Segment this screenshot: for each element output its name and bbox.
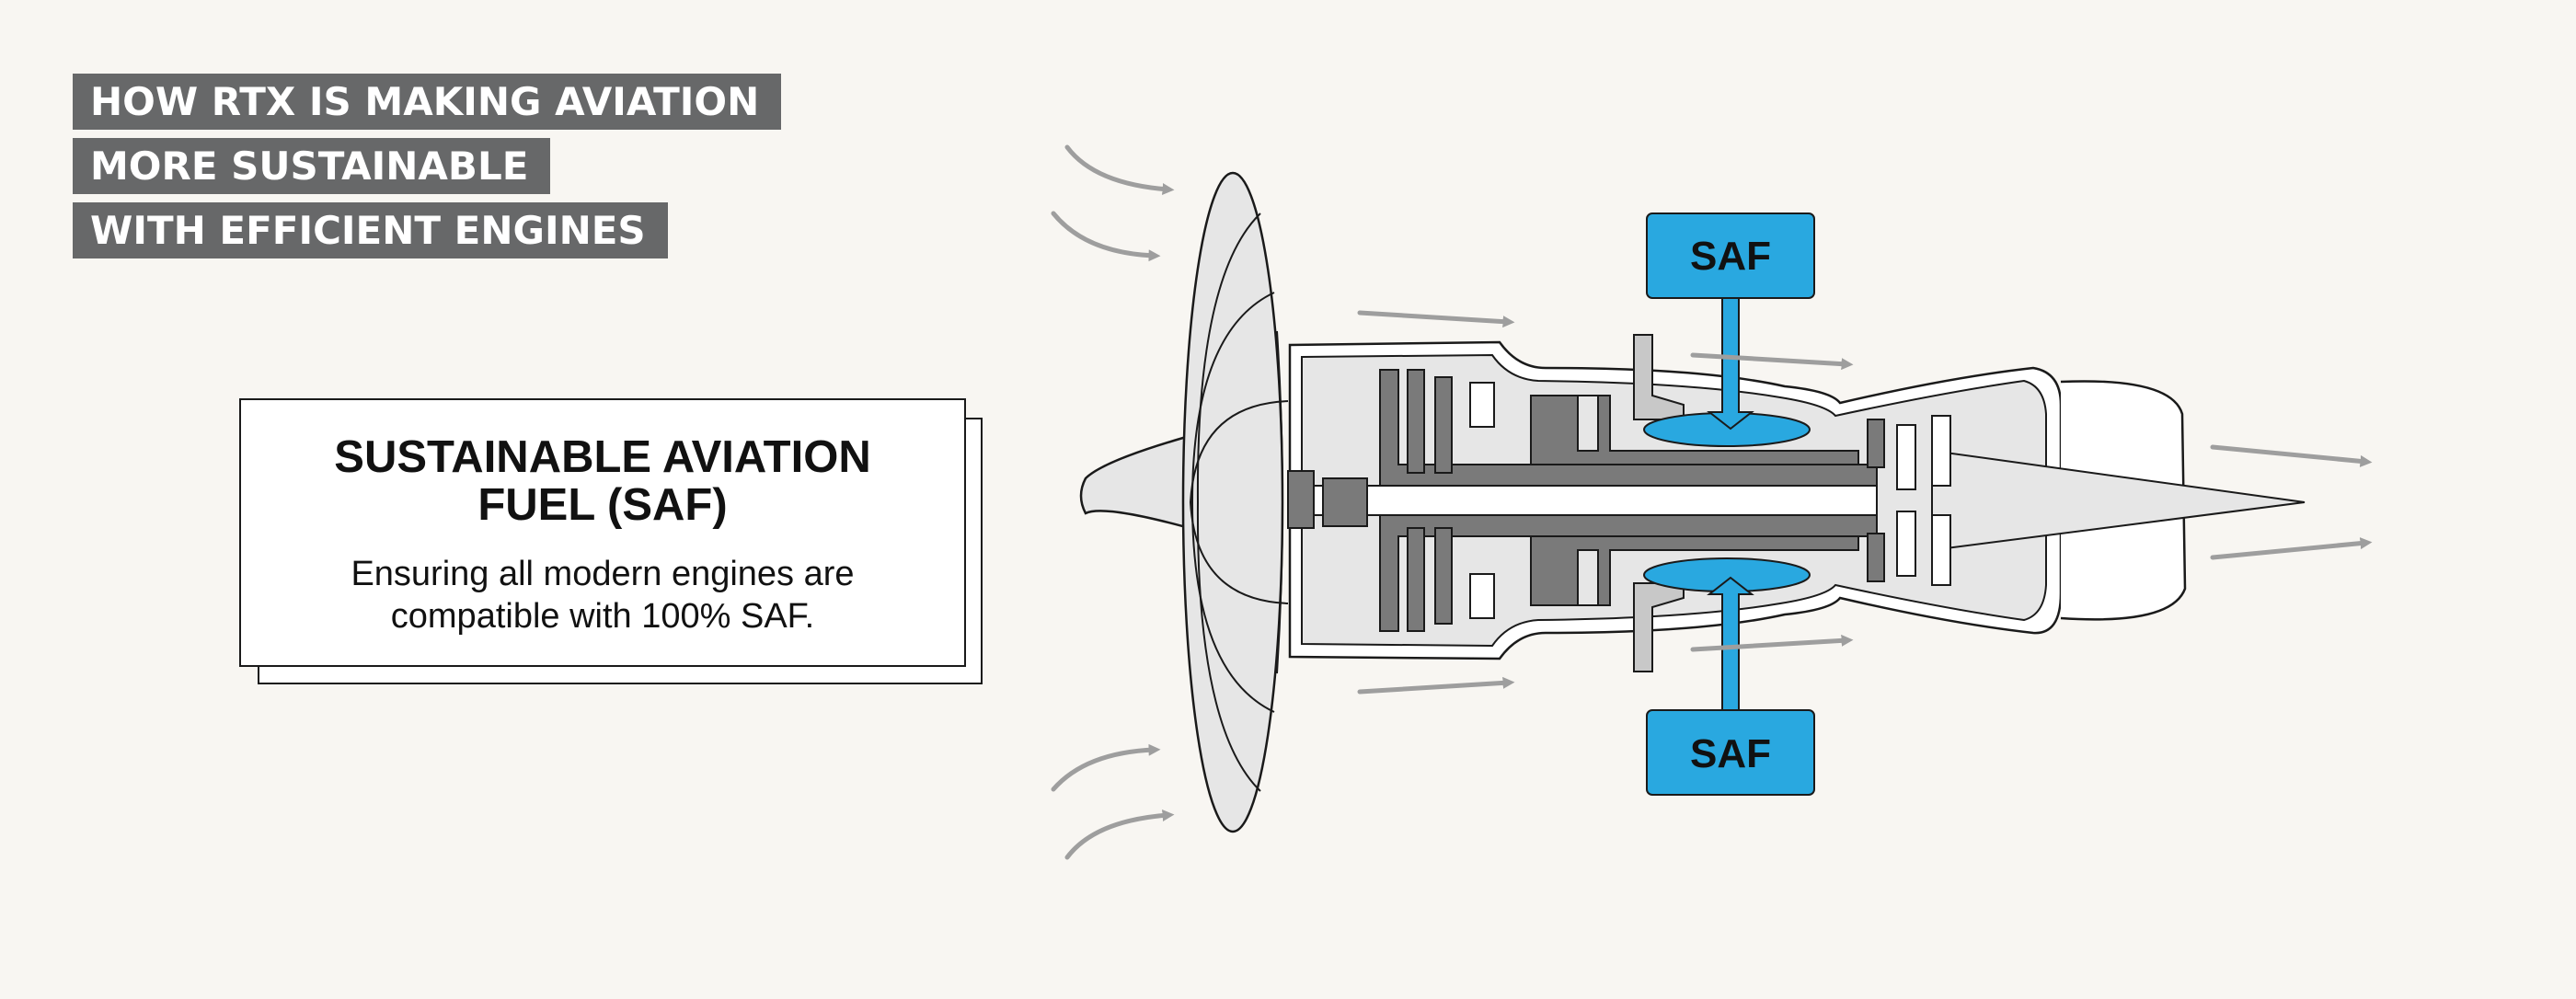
combustor-vane-top: [1633, 334, 1685, 420]
saf-top: SAF: [1646, 212, 1815, 431]
airflow-arrow: [1064, 144, 1175, 195]
airflow-arrow: [2210, 444, 2373, 467]
combustor-vane-bottom: [1633, 582, 1685, 672]
exhaust-cone: [1931, 449, 2306, 552]
airflow-arrow: [1357, 310, 1515, 328]
airflow-arrow: [1357, 676, 1515, 695]
saf-label-bottom: SAF: [1690, 731, 1771, 776]
headline: HOW RTX IS MAKING AVIATION MORE SUSTAINA…: [73, 74, 782, 267]
card-title: SUSTAINABLE AVIATION FUEL (SAF): [334, 432, 871, 530]
info-card: SUSTAINABLE AVIATION FUEL (SAF) Ensuring…: [239, 398, 966, 667]
airflow-arrow: [1690, 634, 1854, 652]
spinner: [1079, 432, 1198, 532]
airflow-arrow: [1690, 352, 1854, 371]
shaft-coupling: [1322, 477, 1368, 527]
saf-arrow-bottom: [1707, 576, 1754, 711]
headline-line-1: HOW RTX IS MAKING AVIATION: [73, 74, 782, 130]
airflow-arrow: [1064, 810, 1175, 860]
saf-bottom: SAF: [1646, 576, 1815, 796]
saf-arrow-top: [1707, 297, 1754, 431]
airflow-arrow: [1051, 743, 1161, 792]
fan-hub: [1287, 470, 1315, 529]
card-body: Ensuring all modern engines are compatib…: [351, 555, 855, 636]
airflow-arrow: [2210, 537, 2373, 560]
headline-line-2: MORE SUSTAINABLE: [73, 138, 551, 194]
headline-line-3: WITH EFFICIENT ENGINES: [73, 202, 668, 258]
airflow-arrows: [1051, 144, 2373, 860]
airflow-arrow: [1051, 211, 1161, 262]
fan-disc: [1181, 171, 1284, 833]
saf-label-top: SAF: [1690, 234, 1771, 279]
engine-shaft: [1305, 485, 1878, 516]
